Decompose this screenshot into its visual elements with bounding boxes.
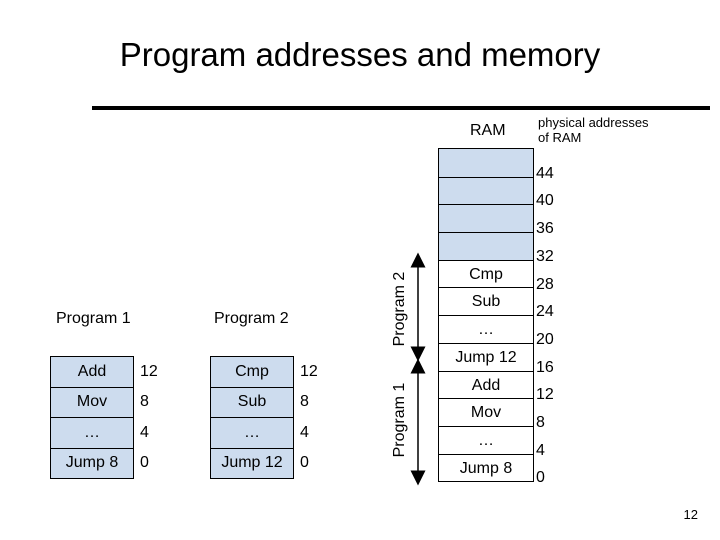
ram-cell [439,176,533,205]
program1-label: Program 1 [56,310,131,327]
ram-cell [439,149,533,177]
program2-bracket-label: Program 2 [391,271,408,347]
instruction-cell: Jump 12 [210,447,294,479]
virtual-address: 4 [140,423,149,441]
virtual-address: 12 [300,362,318,380]
program-row: Cmp 12 [210,356,341,388]
ram-cell: Cmp [439,259,533,288]
ram-cell: … [439,315,533,343]
ram-cell [439,204,533,233]
virtual-address: 0 [300,454,309,472]
virtual-address: 0 [140,454,149,472]
ram-cell: Sub [439,287,533,316]
program-row: …4 [210,417,341,449]
physical-address: 0 [536,469,545,487]
page-title: Program addresses and memory [119,36,601,73]
physical-address: 4 [536,441,545,459]
ram-cell: Jump 8 [439,453,533,482]
physical-addresses-line1: physical addresses [538,115,649,130]
physical-address: 32 [536,247,554,265]
instruction-cell: Jump 8 [50,447,134,479]
ram-cell: Add [439,370,533,399]
physical-address: 16 [536,358,554,376]
ram-label: RAM [470,122,506,139]
virtual-address: 4 [300,423,309,441]
ram-cell [439,232,533,260]
physical-address: 8 [536,414,545,431]
program1-bracket-label: Program 1 [391,382,408,458]
title-divider [92,106,710,110]
instruction-cell: Cmp [210,356,294,388]
program-row: Jump 12 0 [210,447,341,479]
physical-address: 28 [536,275,554,293]
ram-cell: … [439,425,533,454]
page-number: 12 [683,507,698,522]
ram-cell: Mov [439,398,533,426]
virtual-address: 8 [300,393,309,411]
physical-address: 20 [536,330,554,348]
ram-cell: Jump 12 [439,342,533,371]
physical-address: 24 [536,303,554,321]
virtual-address: 8 [140,393,149,411]
physical-address: 40 [536,192,554,210]
program-row: …4 [50,417,181,449]
virtual-address: 12 [140,362,158,380]
physical-address: 44 [536,164,554,182]
instruction-cell: … [50,417,134,449]
physical-address: 36 [536,220,554,238]
instruction-cell: … [210,417,294,449]
physical-addresses-label: physical addresses of RAM [538,115,649,145]
program2-label: Program 2 [214,310,289,327]
program-row: Jump 8 0 [50,447,181,479]
physical-address: 12 [536,386,554,404]
physical-addresses-line2: of RAM [538,130,582,145]
